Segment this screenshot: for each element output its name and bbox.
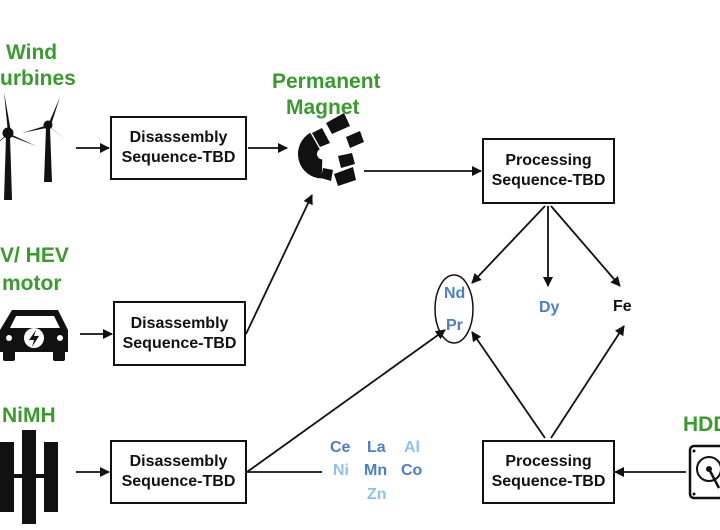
element-co: Co xyxy=(401,462,423,479)
element-ni: Ni xyxy=(333,462,349,479)
hard-drive-icon xyxy=(688,444,720,500)
processing-box-hdd-line2: Sequence-TBD xyxy=(491,473,606,490)
element-fe: Fe xyxy=(613,298,632,315)
disassembly-box-wind: Disassembly Sequence-TBD xyxy=(110,116,247,180)
arrow-disassembly-2-to-magnet xyxy=(245,194,313,335)
processing-box-magnet: Processing Sequence-TBD xyxy=(482,138,615,204)
element-pr: Pr xyxy=(446,317,463,334)
disassembly-box-wind-line2: Sequence-TBD xyxy=(121,149,236,166)
source-label-wind-line1: Wind xyxy=(6,41,58,64)
magnet-label-line2: Magnet xyxy=(286,96,360,119)
disassembly-box-ev-line2: Sequence-TBD xyxy=(122,334,237,352)
disassembly-box-nimh: Disassembly Sequence-TBD xyxy=(110,440,247,504)
processing-box-magnet-line1: Processing xyxy=(505,152,592,169)
processing-box-magnet-line2: Sequence-TBD xyxy=(491,172,606,189)
source-label-nimh: NiMH xyxy=(2,404,56,427)
disassembly-box-ev-line1: Disassembly xyxy=(130,314,229,332)
arrow-processing-2-to-fe xyxy=(550,325,625,439)
arrow-processing-1-to-fe xyxy=(550,205,621,287)
nd-pr-group-ellipse xyxy=(434,274,474,344)
element-ce: Ce xyxy=(330,439,351,456)
disassembly-box-wind-line1: Disassembly xyxy=(129,129,228,146)
source-label-hdd: HDD xyxy=(683,413,720,436)
arrow-processing-2-to-ndpr xyxy=(471,331,546,439)
disassembly-box-nimh-line2: Sequence-TBD xyxy=(121,473,236,490)
battery-icon xyxy=(0,430,58,524)
element-al: Al xyxy=(404,439,420,456)
electric-car-icon xyxy=(0,310,68,361)
source-label-ev-line1: V/ HEV xyxy=(0,244,69,267)
element-la: La xyxy=(367,439,386,456)
arrow-processing-1-to-ndpr xyxy=(471,205,546,284)
disassembly-box-ev: Disassembly Sequence-TBD xyxy=(113,301,246,366)
disassembly-box-nimh-line1: Disassembly xyxy=(129,453,228,470)
processing-box-hdd-line1: Processing xyxy=(505,453,592,470)
connectors xyxy=(76,143,686,477)
element-mn: Mn xyxy=(364,462,388,479)
magnet-icon xyxy=(298,113,364,186)
magnet-label-line1: Permanent xyxy=(272,70,381,93)
element-dy: Dy xyxy=(539,299,560,316)
arrow-disassembly-3-to-ndpr xyxy=(246,329,446,473)
source-label-ev-line2: motor xyxy=(2,272,62,295)
source-label-wind-line2: urbines xyxy=(0,67,76,90)
processing-box-hdd: Processing Sequence-TBD xyxy=(482,440,615,504)
element-nd: Nd xyxy=(444,285,466,302)
element-zn: Zn xyxy=(367,486,387,503)
wind-turbine-icon xyxy=(0,92,66,200)
